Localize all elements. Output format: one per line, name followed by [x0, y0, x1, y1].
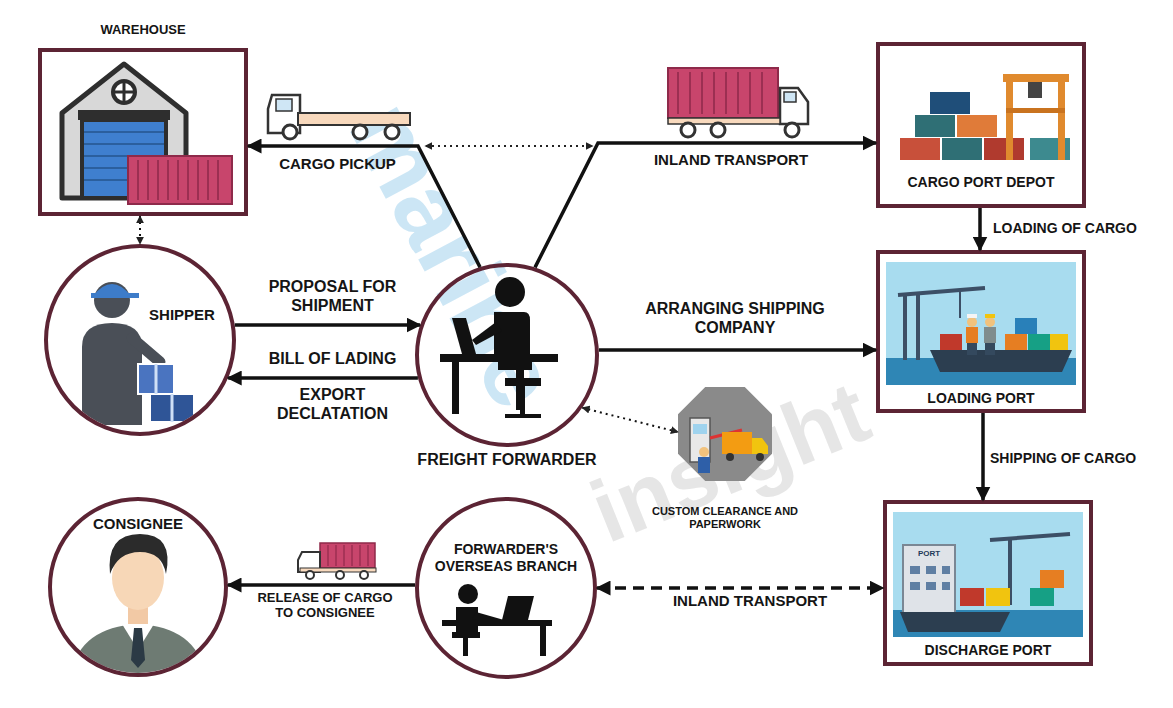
dotted-link [426, 145, 592, 147]
shipper-circle: SHIPPER [44, 244, 236, 436]
node-label: FORWARDER'S OVERSEAS BRANCH [429, 541, 583, 574]
node-label: CONSIGNEE [52, 515, 224, 533]
branch-icon [442, 584, 552, 656]
node-label: FREIGHT FORWARDER [389, 451, 625, 470]
container-yard [900, 74, 1070, 160]
consignee-icon [70, 534, 206, 690]
consignee-circle: CONSIGNEE [48, 497, 228, 677]
connector-arrow [228, 583, 415, 587]
node-label: DISCHARGE PORT [887, 642, 1089, 659]
flatbed-truck [268, 95, 410, 139]
warehouse-icon [62, 64, 232, 204]
warehouse-box: WAREHOUSE [38, 48, 248, 216]
edge-label: LOADING OF CARGO [993, 220, 1168, 237]
connector-arrow [248, 146, 480, 267]
connector-arrow [235, 323, 420, 327]
connector-arrow [582, 408, 678, 432]
edge-label: BILL OF LADING [250, 350, 415, 369]
connector-arrow [535, 143, 876, 267]
container-truck [668, 68, 808, 137]
octagon-shape [678, 387, 772, 481]
edge-label: CARGO PICKUP [255, 155, 420, 173]
connector-arrow [597, 586, 883, 590]
node-label: CUSTOM CLEARANCE AND PAPERWORK [645, 505, 805, 531]
note-text: EXPORT DECLATATION [250, 386, 415, 424]
forwarder-icon [440, 277, 558, 418]
connector-arrow [978, 208, 982, 250]
connector-arrow [599, 348, 876, 352]
discharge-port-picture [893, 512, 1083, 637]
node-label: SHIPPER [140, 306, 224, 324]
connector-arrow [228, 376, 418, 380]
branch-circle: FORWARDER'S OVERSEAS BRANCH [415, 497, 597, 679]
connector-arrow [981, 413, 985, 500]
node-label: LOADING PORT [880, 390, 1082, 407]
port-box: DISCHARGE PORT [883, 500, 1093, 666]
node-label: CARGO PORT DEPOT [880, 174, 1082, 191]
forwarder-circle: FREIGHT FORWARDER [415, 263, 599, 447]
edge-label: SHIPPING OF CARGO [990, 450, 1170, 467]
edge-label: PROPOSAL FOR SHIPMENT [250, 278, 415, 316]
sign-text: PORT [906, 549, 952, 558]
edge-label: ARRANGING SHIPPING COMPANY [615, 300, 855, 338]
small-truck [298, 543, 376, 579]
loading-port-picture [886, 262, 1076, 385]
shipper-icon [82, 282, 194, 425]
node-label: WAREHOUSE [42, 22, 244, 37]
depot-box: CARGO PORT DEPOT [876, 42, 1086, 208]
edge-label: INLAND TRANSPORT [636, 151, 826, 169]
port-box: LOADING PORT [876, 250, 1086, 413]
customs-icon [690, 418, 768, 473]
edge-label: INLAND TRANSPORT [655, 592, 845, 610]
connector-arrow [139, 216, 141, 244]
edge-label: RELEASE OF CARGO TO CONSIGNEE [250, 590, 400, 621]
